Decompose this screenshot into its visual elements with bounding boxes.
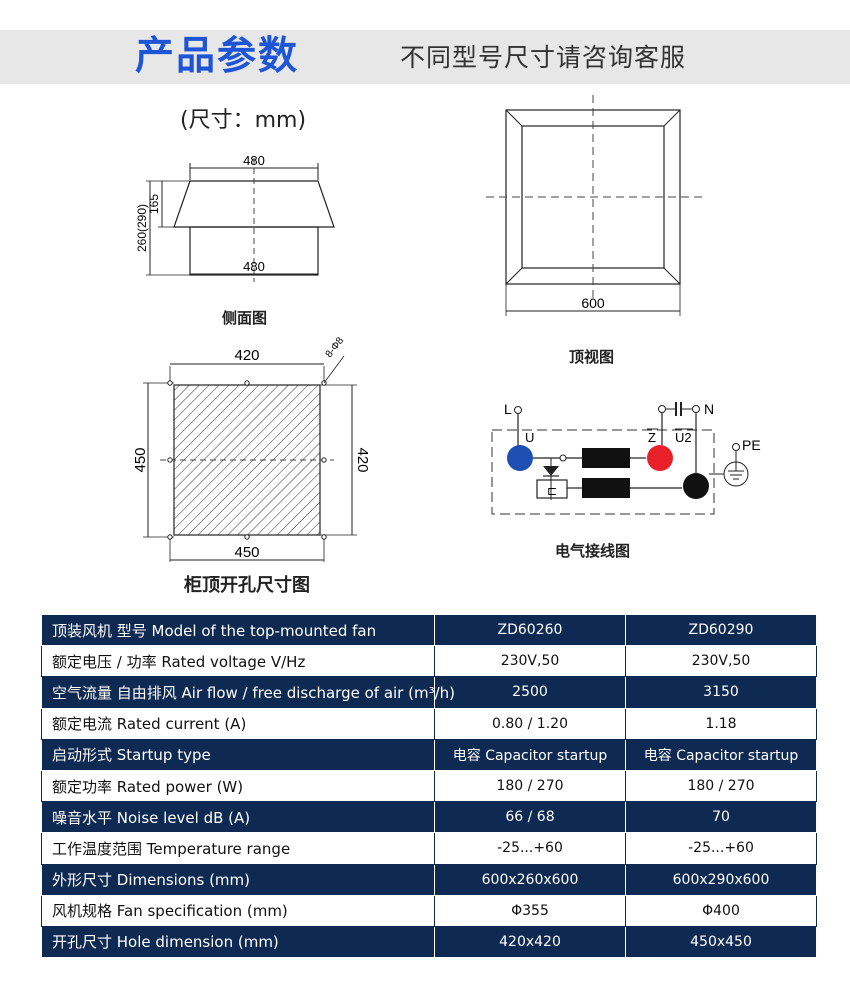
- row-value-1: 230V,50: [434, 645, 626, 678]
- label-u: U: [525, 430, 534, 445]
- row-label: 启动形式 Startup type: [41, 738, 435, 771]
- row-label: 开孔尺寸 Hole dimension (mm): [41, 925, 435, 959]
- row-value-2: -25...+60: [625, 832, 817, 865]
- row-value-2: 600x290x600: [625, 863, 817, 896]
- table-row: 外形尺寸 Dimensions (mm) 600x260x600 600x290…: [41, 863, 817, 896]
- row-value-2: 3150: [625, 676, 817, 709]
- top-view-width-label: 600: [581, 295, 605, 311]
- row-value-1: Φ355: [434, 894, 626, 927]
- row-value-2: 450x450: [625, 925, 817, 959]
- row-value-2: 230V,50: [625, 645, 817, 678]
- row-label: 顶装风机 型号 Model of the top-mounted fan: [41, 613, 435, 647]
- row-value-1: 电容 Capacitor startup: [434, 738, 626, 771]
- row-value-2: 180 / 270: [625, 769, 817, 803]
- row-value-2: Φ400: [625, 894, 817, 927]
- row-value-1: ZD60260: [434, 613, 626, 647]
- row-label: 额定电流 Rated current (A): [41, 707, 435, 740]
- row-value-2: 1.18: [625, 707, 817, 740]
- row-value-2: 电容 Capacitor startup: [625, 738, 817, 771]
- row-value-1: 0.80 / 1.20: [434, 707, 626, 740]
- hole-right-height-label: 420: [354, 447, 371, 472]
- row-value-1: -25...+60: [434, 832, 626, 865]
- table-row: 噪音水平 Noise level dB (A) 66 / 68 70: [41, 801, 817, 834]
- row-label: 工作温度范围 Temperature range: [41, 832, 435, 865]
- row-label: 噪音水平 Noise level dB (A): [41, 801, 435, 834]
- row-value-2: 70: [625, 801, 817, 834]
- wiring-diagram: L U ⊏ Z U2 N PE: [491, 401, 761, 515]
- row-value-1: 180 / 270: [434, 769, 626, 803]
- table-row: 顶装风机 型号 Model of the top-mounted fan ZD6…: [41, 613, 817, 647]
- table-row: 启动形式 Startup type 电容 Capacitor startup 电…: [41, 738, 817, 771]
- side-bottom-width-label: 480: [243, 259, 265, 274]
- label-u2: U2: [675, 430, 692, 445]
- row-value-1: 420x420: [434, 925, 626, 959]
- table-row: 额定电流 Rated current (A) 0.80 / 1.20 1.18: [41, 707, 817, 740]
- side-total-height-label: 260(290): [135, 204, 149, 252]
- row-label: 空气流量 自由排风 Air flow / free discharge of a…: [41, 676, 455, 709]
- hole-left-height-label: 450: [132, 447, 149, 472]
- side-upper-height-label: 165: [147, 194, 161, 214]
- spec-table: 顶装风机 型号 Model of the top-mounted fan ZD6…: [41, 613, 817, 959]
- row-label: 额定功率 Rated power (W): [41, 769, 435, 803]
- hole-diameter-label: 8-Φ8: [324, 335, 347, 360]
- row-value-1: 2500: [434, 676, 626, 709]
- table-row: 工作温度范围 Temperature range -25...+60 -25..…: [41, 832, 817, 865]
- technical-drawings: 480 480 260(290) 165 600 420: [132, 95, 761, 562]
- row-value-1: 600x260x600: [434, 863, 626, 896]
- label-n: N: [704, 401, 714, 417]
- top-view-drawing: 600: [486, 95, 702, 316]
- label-pe: PE: [742, 437, 761, 453]
- top-view-caption: 顶视图: [569, 348, 615, 366]
- page-subtitle: 不同型号尺寸请咨询客服: [400, 43, 687, 72]
- hole-outer-width-label: 450: [234, 544, 259, 561]
- row-value-2: ZD60290: [625, 613, 817, 647]
- table-row: 开孔尺寸 Hole dimension (mm) 420x420 450x450: [41, 925, 817, 959]
- table-row: 额定功率 Rated power (W) 180 / 270 180 / 270: [41, 769, 817, 803]
- side-view-drawing: 480 480 260(290) 165: [135, 153, 335, 282]
- table-row: 额定电压 / 功率 Rated voltage V/Hz 230V,50 230…: [41, 645, 817, 678]
- thermal-switch-icon: ⊏: [547, 484, 557, 498]
- unit-caption: (尺寸：mm): [180, 108, 307, 133]
- row-label: 额定电压 / 功率 Rated voltage V/Hz: [41, 645, 435, 678]
- hole-inner-width-label: 420: [234, 347, 259, 364]
- label-l: L: [504, 401, 512, 417]
- side-view-caption: 侧面图: [222, 309, 268, 327]
- page-title: 产品参数: [135, 34, 300, 79]
- table-row: 风机规格 Fan specification (mm) Φ355 Φ400: [41, 894, 817, 927]
- row-label: 外形尺寸 Dimensions (mm): [41, 863, 435, 896]
- hole-view-caption: 柜顶开孔尺寸图: [184, 575, 310, 596]
- header-band: [0, 30, 850, 84]
- row-value-1: 66 / 68: [434, 801, 626, 834]
- table-row: 空气流量 自由排风 Air flow / free discharge of a…: [41, 676, 817, 709]
- hole-view-drawing: 420 450 450 420 8-Φ8: [132, 335, 371, 562]
- wiring-caption: 电气接线图: [555, 542, 631, 560]
- row-label: 风机规格 Fan specification (mm): [41, 894, 435, 927]
- label-z: Z: [648, 430, 656, 445]
